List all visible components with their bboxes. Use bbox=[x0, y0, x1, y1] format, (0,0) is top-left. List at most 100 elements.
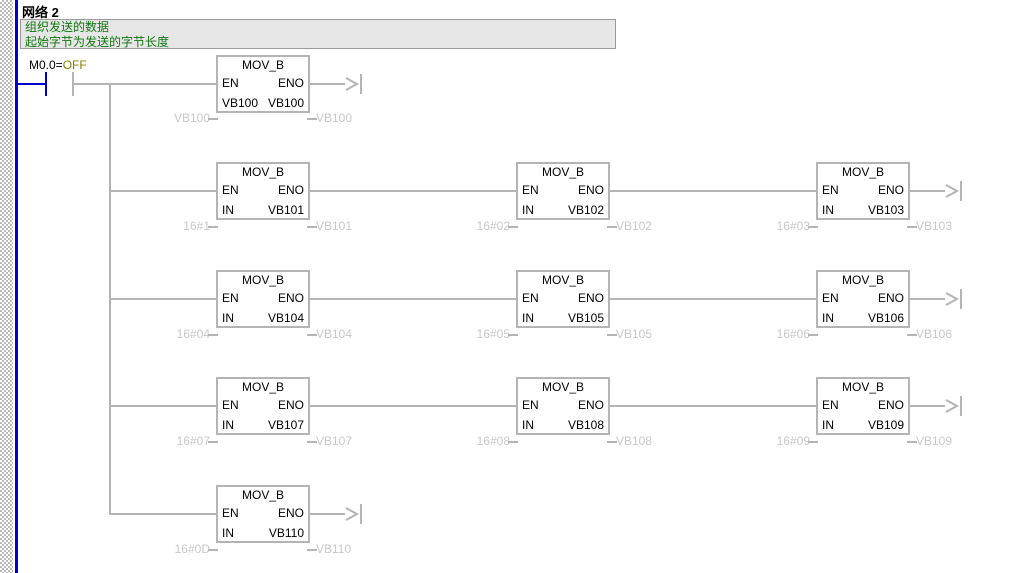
function-block-mov-b[interactable]: MOV_B EN ENO IN VB110 bbox=[216, 485, 310, 543]
block-out-operand[interactable]: VB104 bbox=[316, 327, 353, 341]
block-out-operand[interactable]: VB100 bbox=[316, 111, 353, 125]
block-pin-en: EN bbox=[222, 183, 239, 197]
block-pin-in: IN bbox=[522, 418, 534, 432]
block-out-operand[interactable]: VB109 bbox=[916, 434, 953, 448]
connector-r3-b1-b2 bbox=[309, 298, 518, 300]
out-operand-stub bbox=[307, 334, 317, 336]
block-pin-en: EN bbox=[222, 506, 239, 520]
rung-terminator-arrow-icon bbox=[945, 396, 962, 416]
contact-bar-left bbox=[45, 72, 47, 96]
block-pin-eno: ENO bbox=[277, 506, 304, 520]
block-pin-en: EN bbox=[222, 291, 239, 305]
out-wire-r4 bbox=[909, 405, 945, 407]
block-out-operand[interactable]: VB110 bbox=[316, 542, 352, 556]
function-block-mov-b[interactable]: MOV_B EN ENO IN VB107 bbox=[216, 377, 310, 435]
block-out-operand[interactable]: VB105 bbox=[616, 327, 653, 341]
in-operand-stub bbox=[808, 334, 818, 336]
block-out-operand[interactable]: VB103 bbox=[916, 219, 953, 233]
out-operand-stub bbox=[607, 441, 617, 443]
in-operand-stub bbox=[208, 118, 218, 120]
rung-terminator-arrow-icon bbox=[345, 504, 362, 524]
branch-feeder-2 bbox=[109, 190, 218, 192]
rung-terminator-arrow-icon bbox=[345, 74, 362, 94]
block-pin-in: IN bbox=[222, 311, 234, 325]
block-pin-en: EN bbox=[822, 183, 839, 197]
block-in-operand[interactable]: 16#04 bbox=[176, 327, 210, 341]
branch-feeder-4 bbox=[109, 405, 218, 407]
in-operand-stub bbox=[208, 549, 218, 551]
function-block-mov-b[interactable]: MOV_B EN ENO IN VB106 bbox=[816, 270, 910, 328]
block-pin-in: IN bbox=[222, 418, 234, 432]
block-pin-en: EN bbox=[522, 398, 539, 412]
block-pin-in: IN bbox=[222, 203, 234, 217]
block-in-operand[interactable]: 16#08 bbox=[476, 434, 510, 448]
function-block-mov-b[interactable]: MOV_B EN ENO VB100 VB100 bbox=[216, 55, 310, 113]
in-operand-stub bbox=[508, 441, 518, 443]
out-operand-stub bbox=[307, 226, 317, 228]
branch-feeder-5 bbox=[109, 513, 218, 515]
block-pin-out: VB103 bbox=[867, 203, 904, 217]
function-block-mov-b[interactable]: MOV_B EN ENO IN VB104 bbox=[216, 270, 310, 328]
rung-terminator-arrow-icon bbox=[945, 289, 962, 309]
block-out-operand[interactable]: VB107 bbox=[316, 434, 353, 448]
block-pin-en: EN bbox=[822, 291, 839, 305]
block-pin-eno: ENO bbox=[877, 291, 904, 305]
block-out-operand[interactable]: VB108 bbox=[616, 434, 653, 448]
out-wire-r5 bbox=[309, 513, 345, 515]
function-block-mov-b[interactable]: MOV_B EN ENO IN VB103 bbox=[816, 162, 910, 220]
block-out-operand[interactable]: VB102 bbox=[616, 219, 653, 233]
function-block-mov-b[interactable]: MOV_B EN ENO IN VB101 bbox=[216, 162, 310, 220]
connector-r4-b2-b3 bbox=[609, 405, 818, 407]
rung-wire-main bbox=[72, 83, 218, 85]
function-block-mov-b[interactable]: MOV_B EN ENO IN VB109 bbox=[816, 377, 910, 435]
out-wire-r1 bbox=[309, 83, 345, 85]
block-in-operand[interactable]: 16#05 bbox=[476, 327, 510, 341]
out-operand-stub bbox=[307, 118, 317, 120]
block-pin-en: EN bbox=[222, 398, 239, 412]
block-title: MOV_B bbox=[541, 273, 584, 287]
contact-state: OFF bbox=[62, 58, 87, 72]
block-title: MOV_B bbox=[841, 380, 884, 394]
out-operand-stub bbox=[607, 226, 617, 228]
left-gutter-hatch bbox=[0, 0, 13, 573]
function-block-mov-b[interactable]: MOV_B EN ENO IN VB102 bbox=[516, 162, 610, 220]
in-operand-stub bbox=[808, 441, 818, 443]
block-title: MOV_B bbox=[241, 488, 284, 502]
function-block-mov-b[interactable]: MOV_B EN ENO IN VB108 bbox=[516, 377, 610, 435]
out-wire-r3 bbox=[909, 298, 945, 300]
block-pin-eno: ENO bbox=[577, 183, 604, 197]
block-title: MOV_B bbox=[841, 165, 884, 179]
block-in-operand[interactable]: 16#07 bbox=[176, 434, 210, 448]
out-operand-stub bbox=[907, 226, 917, 228]
block-title: MOV_B bbox=[541, 380, 584, 394]
block-pin-out: VB109 bbox=[867, 418, 904, 432]
block-in-operand[interactable]: 16#03 bbox=[776, 219, 810, 233]
out-operand-stub bbox=[307, 441, 317, 443]
block-title: MOV_B bbox=[241, 165, 284, 179]
block-pin-eno: ENO bbox=[877, 183, 904, 197]
out-operand-stub bbox=[607, 334, 617, 336]
block-in-operand[interactable]: 16#09 bbox=[776, 434, 810, 448]
network-comment-line-2: 起始字节为发送的字节长度 bbox=[25, 35, 170, 49]
block-pin-en: EN bbox=[522, 291, 539, 305]
power-rail bbox=[15, 0, 18, 573]
in-operand-stub bbox=[208, 226, 218, 228]
block-pin-out: VB108 bbox=[567, 418, 604, 432]
contact-label: M0.0=OFF bbox=[29, 58, 87, 72]
in-operand-stub bbox=[208, 441, 218, 443]
block-pin-in: IN bbox=[822, 203, 834, 217]
block-pin-out: VB104 bbox=[267, 311, 304, 325]
function-block-mov-b[interactable]: MOV_B EN ENO IN VB105 bbox=[516, 270, 610, 328]
block-in-operand[interactable]: 16#0D bbox=[174, 542, 210, 556]
block-out-operand[interactable]: VB101 bbox=[316, 219, 353, 233]
block-out-operand[interactable]: VB106 bbox=[916, 327, 953, 341]
block-in-operand[interactable]: VB100 bbox=[173, 111, 210, 125]
network-comment-box[interactable]: 组织发送的数据 起始字节为发送的字节长度 bbox=[20, 19, 616, 49]
block-in-operand[interactable]: 16#06 bbox=[776, 327, 810, 341]
block-in-operand[interactable]: 16#02 bbox=[476, 219, 510, 233]
block-in-operand[interactable]: 16#1 bbox=[183, 219, 210, 233]
branch-feeder-3 bbox=[109, 298, 218, 300]
connector-r4-b1-b2 bbox=[309, 405, 518, 407]
block-title: MOV_B bbox=[241, 58, 284, 72]
block-pin-eno: ENO bbox=[577, 291, 604, 305]
